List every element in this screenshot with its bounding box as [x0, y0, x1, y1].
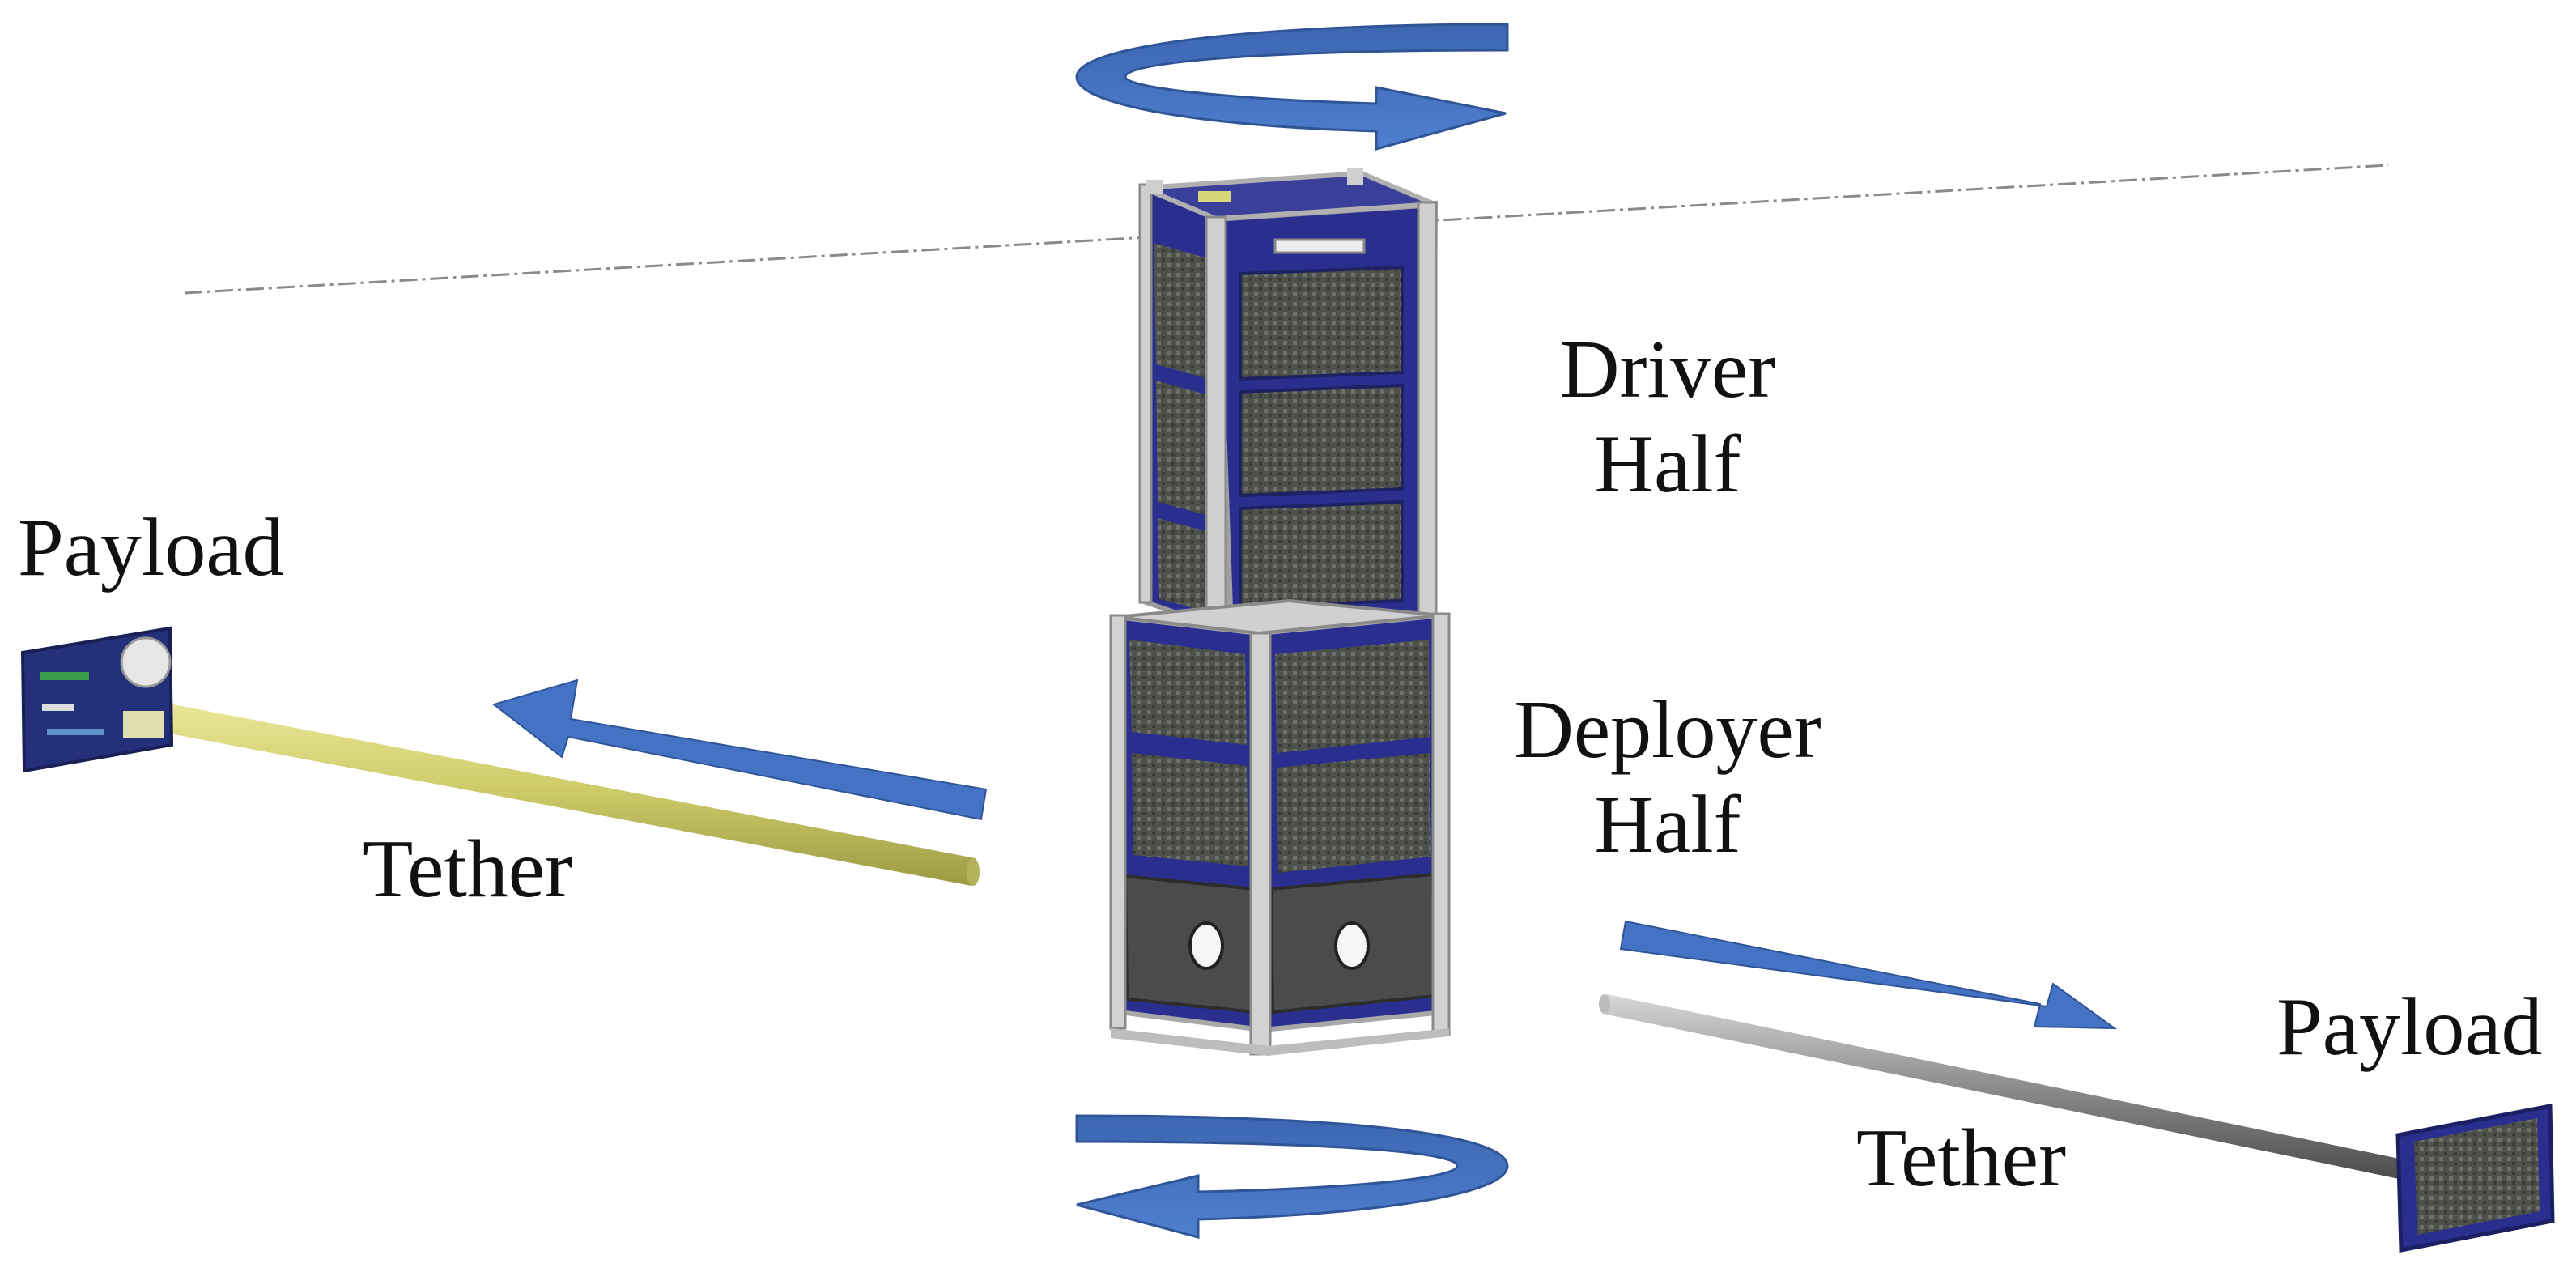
arrow-right-icon	[1619, 920, 2118, 1030]
tether-right	[1599, 994, 2411, 1181]
rotation-arrow-icon	[1075, 23, 1509, 151]
payload-right-panel	[2395, 1103, 2555, 1253]
deployer-half-label: Deployer Half	[1502, 683, 1834, 873]
payload-left-board	[20, 626, 174, 773]
tether-left-label: Tether	[363, 823, 573, 915]
payload-left-label: Payload	[18, 502, 284, 593]
driver-half-label-line2: Half	[1594, 419, 1741, 511]
arrow-left-icon	[491, 679, 988, 821]
tether-right-label: Tether	[1856, 1112, 2067, 1204]
tether-left	[93, 690, 980, 886]
cubesat-driver-half	[1138, 168, 1439, 636]
payload-right-label: Payload	[2276, 981, 2543, 1073]
deployer-half-label-line2: Half	[1594, 779, 1741, 871]
deployer-half-label-line1: Deployer	[1514, 684, 1821, 776]
driver-half-label: Driver Half	[1538, 322, 1797, 513]
spin-axis-line	[184, 164, 2389, 295]
driver-half-label-line1: Driver	[1559, 324, 1776, 415]
rotation-arrow-icon	[1075, 1114, 1509, 1239]
cubesat-deployer-half	[1109, 598, 1451, 1056]
